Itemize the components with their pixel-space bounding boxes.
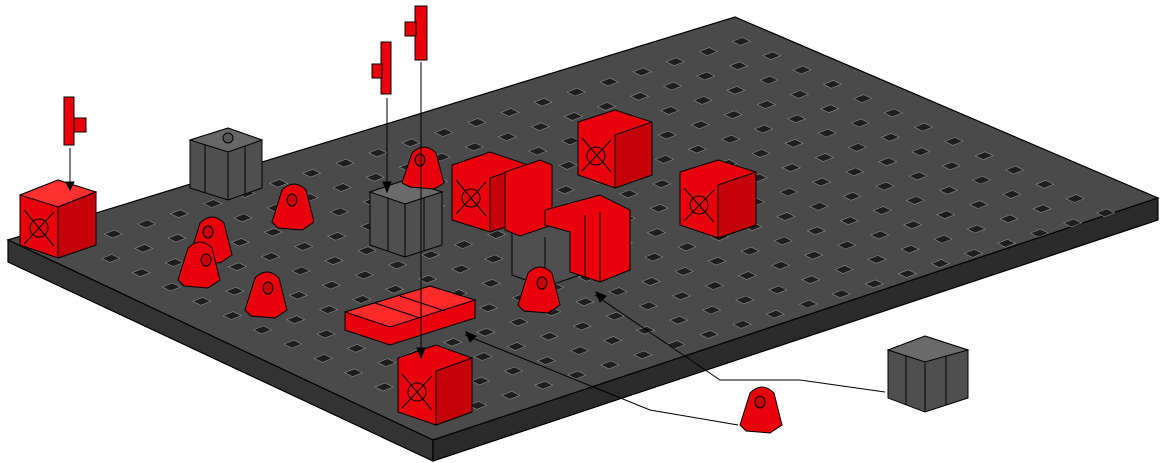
red-peg-right (405, 6, 427, 60)
gray-block-back (190, 128, 262, 200)
red-block-right (680, 160, 756, 238)
red-bracket-loose (740, 387, 782, 433)
red-block-front (398, 345, 472, 425)
red-peg-middle (372, 42, 391, 94)
red-peg-left (64, 97, 86, 145)
gray-block-center (370, 180, 442, 257)
red-block-upper (578, 110, 652, 188)
red-block-left (20, 180, 96, 258)
gray-block-loose (888, 336, 968, 412)
